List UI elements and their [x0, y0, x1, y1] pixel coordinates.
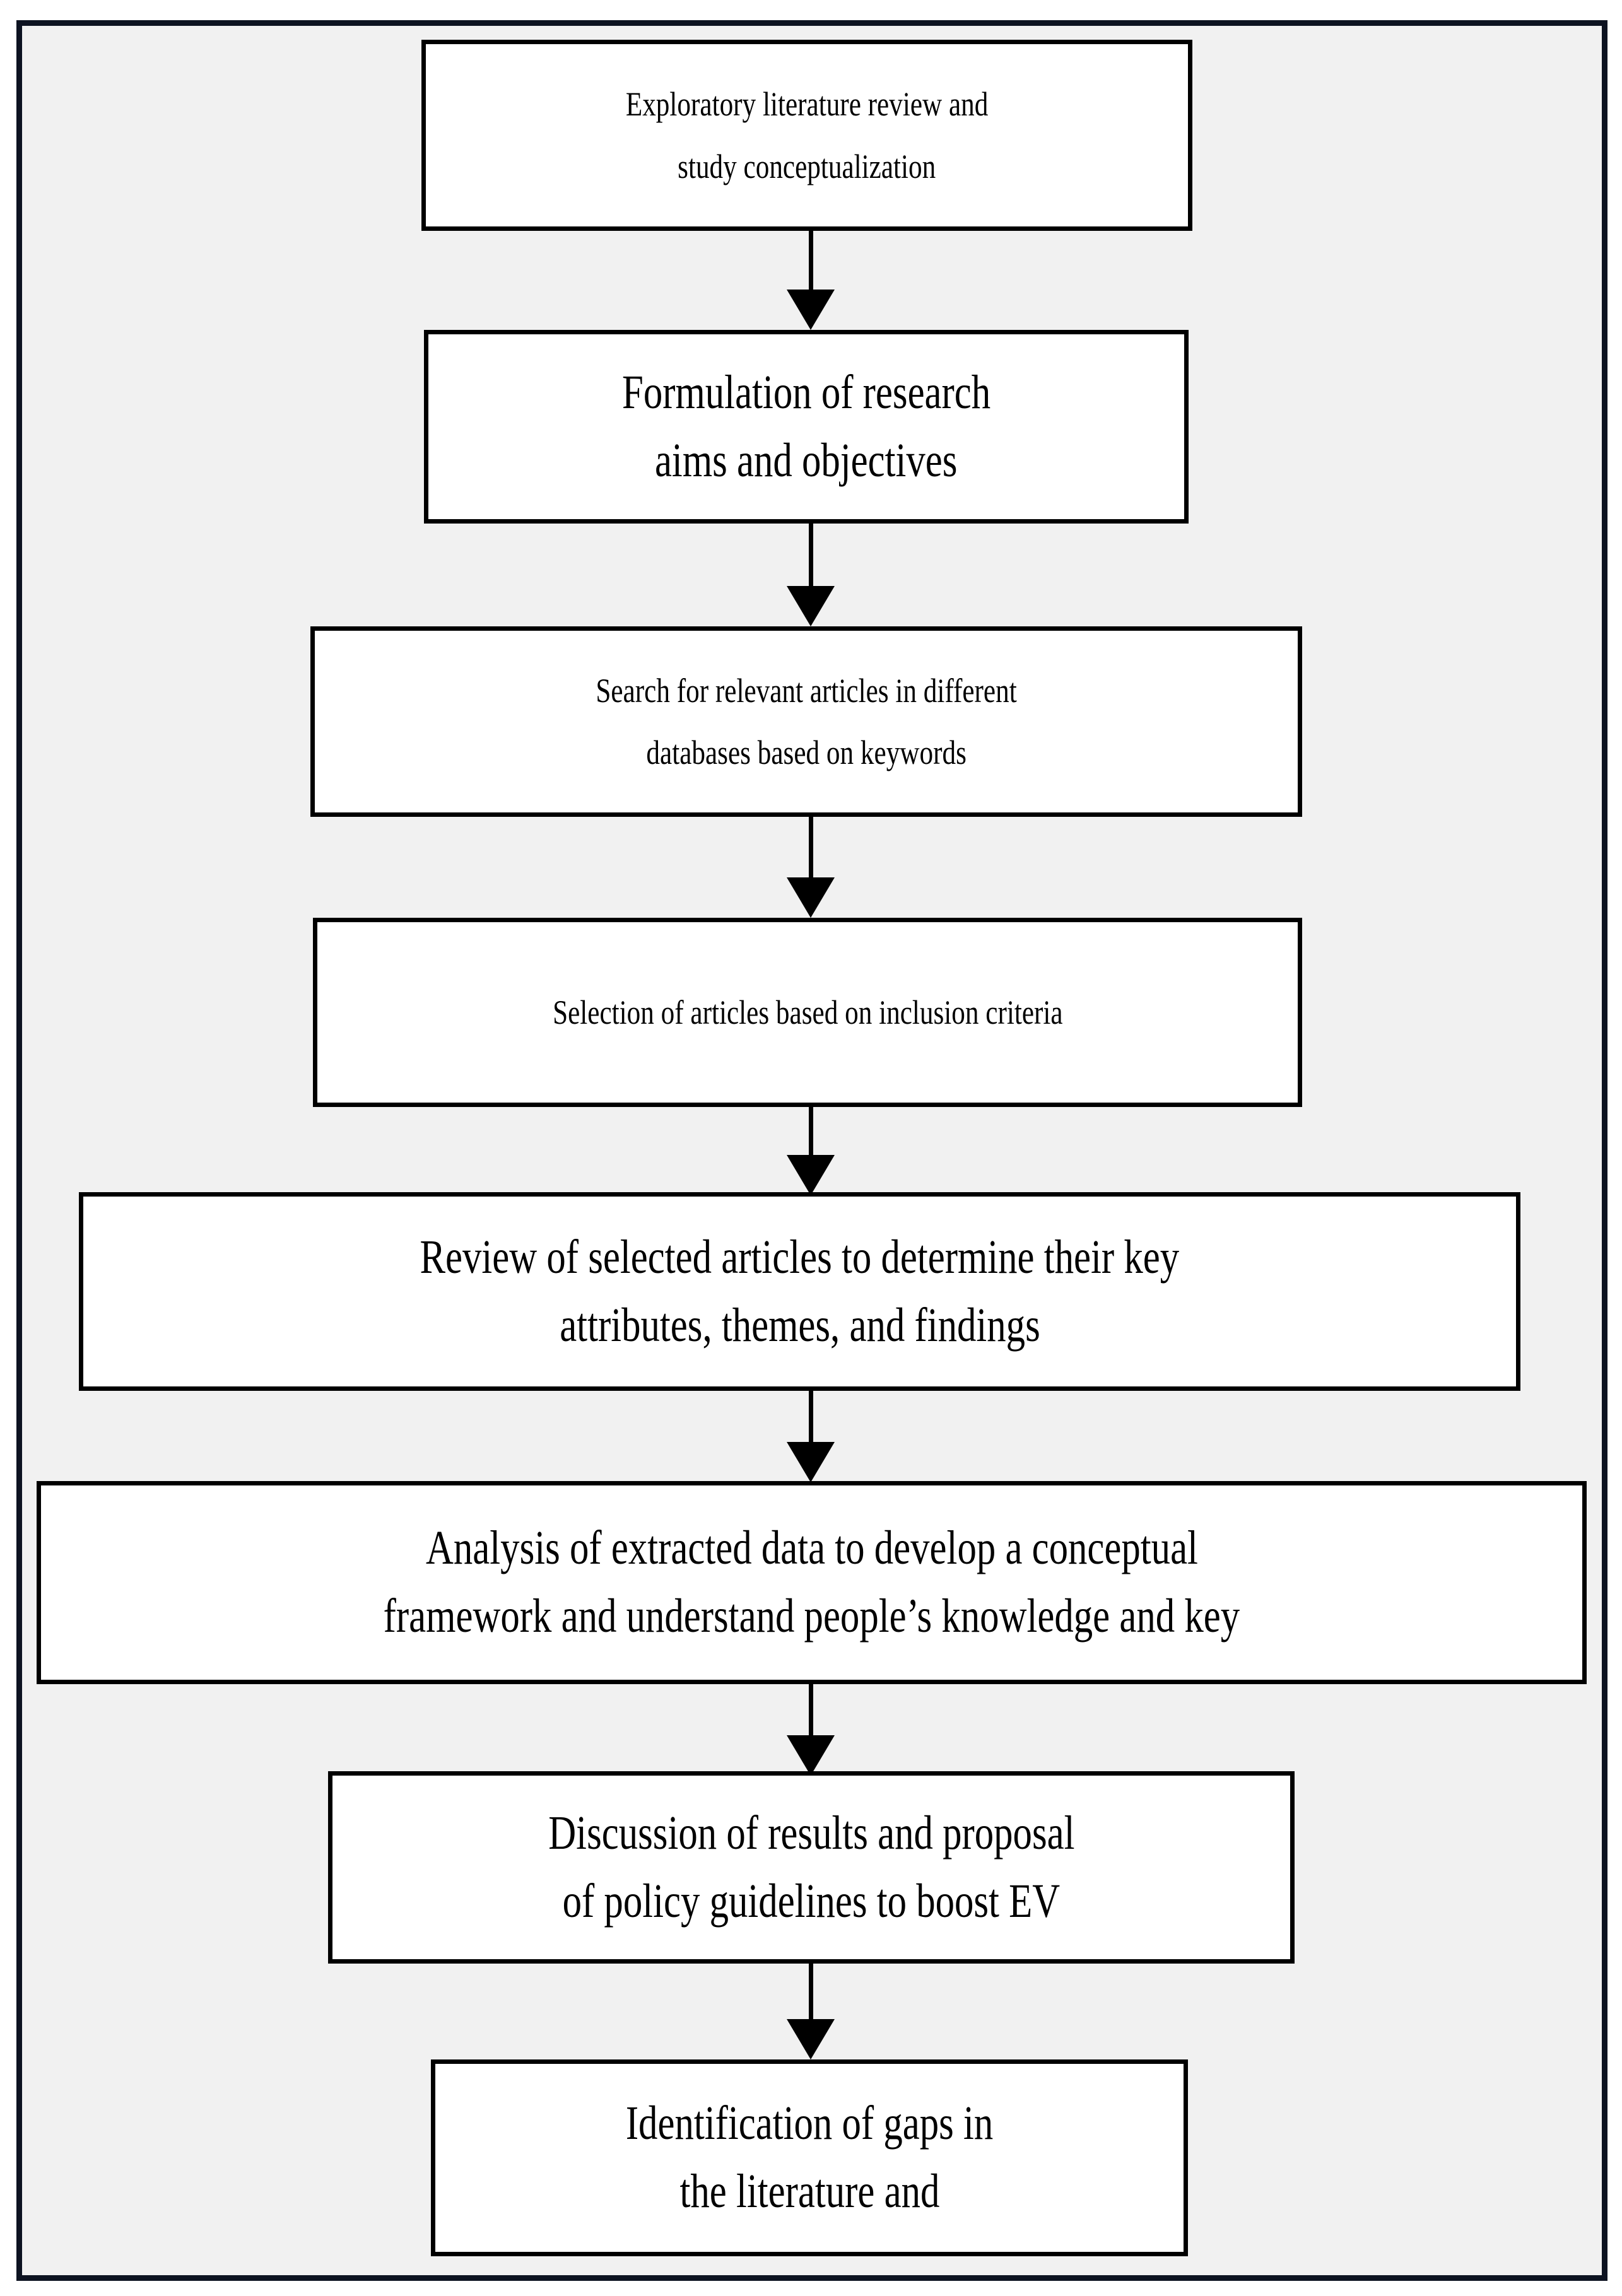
arrow-head-icon — [787, 1735, 835, 1776]
arrow-head-icon — [787, 1442, 835, 1482]
flow-node-line-2: of policy guidelines to boost EV — [562, 1874, 1061, 1928]
connector-arrow-1-2 — [782, 231, 839, 330]
flow-node-line-2: attributes, themes, and findings — [559, 1298, 1040, 1352]
flow-node-analysis-of-extracted-data[interactable]: Analysis of extracted data to develop a … — [37, 1481, 1587, 1684]
connector-arrow-2-3 — [782, 524, 839, 626]
flow-node-line-2: aims and objectives — [655, 433, 958, 487]
flow-node-discussion-of-results[interactable]: Discussion of results and proposal of po… — [328, 1771, 1295, 1964]
flow-node-line-1: Identification of gaps in — [625, 2097, 994, 2150]
arrow-head-icon — [787, 290, 835, 330]
arrow-head-icon — [787, 877, 835, 918]
flow-node-line-2: framework and understand people’s knowle… — [383, 1590, 1240, 1643]
connector-stem — [808, 1391, 813, 1446]
flow-node-line-1: Analysis of extracted data to develop a … — [425, 1521, 1198, 1575]
flow-node-identification-of-gaps[interactable]: Identification of gaps in the literature… — [431, 2059, 1188, 2256]
arrow-head-icon — [787, 2019, 835, 2059]
connector-stem — [808, 1684, 813, 1740]
connector-arrow-4-5 — [782, 1107, 839, 1195]
flow-node-line-2: databases based on keywords — [646, 734, 967, 771]
connector-arrow-3-4 — [782, 817, 839, 918]
connector-arrow-7-8 — [782, 1964, 839, 2059]
flow-node-line-1: Search for relevant articles in differen… — [596, 671, 1017, 710]
arrow-head-icon — [787, 1155, 835, 1195]
flow-node-formulation-of-research-aims[interactable]: Formulation of research aims and objecti… — [424, 330, 1189, 524]
flow-node-selection-of-articles[interactable]: Selection of articles based on inclusion… — [313, 918, 1302, 1107]
connector-stem — [808, 1964, 813, 2024]
connector-arrow-6-7 — [782, 1684, 839, 1776]
flow-node-line-1: Formulation of research — [621, 365, 991, 419]
connector-stem — [808, 231, 813, 294]
flow-node-search-for-relevant-articles[interactable]: Search for relevant articles in differen… — [310, 626, 1302, 817]
arrow-head-icon — [787, 586, 835, 626]
connector-stem — [808, 817, 813, 881]
connector-stem — [808, 1107, 813, 1159]
flow-node-line-2: the literature and — [679, 2165, 939, 2218]
flow-node-line-1: Exploratory literature review and — [625, 85, 989, 124]
flow-node-line-1: Discussion of results and proposal — [548, 1806, 1075, 1860]
flow-node-line-2: study conceptualization — [678, 147, 936, 185]
connector-stem — [808, 524, 813, 590]
flow-node-review-of-selected-articles[interactable]: Review of selected articles to determine… — [79, 1192, 1520, 1391]
flow-node-line-1: Selection of articles based on inclusion… — [552, 993, 1063, 1031]
connector-arrow-5-6 — [782, 1391, 839, 1482]
flow-node-line-1: Review of selected articles to determine… — [420, 1230, 1180, 1284]
flow-node-exploratory-literature-review[interactable]: Exploratory literature review and study … — [421, 40, 1192, 231]
